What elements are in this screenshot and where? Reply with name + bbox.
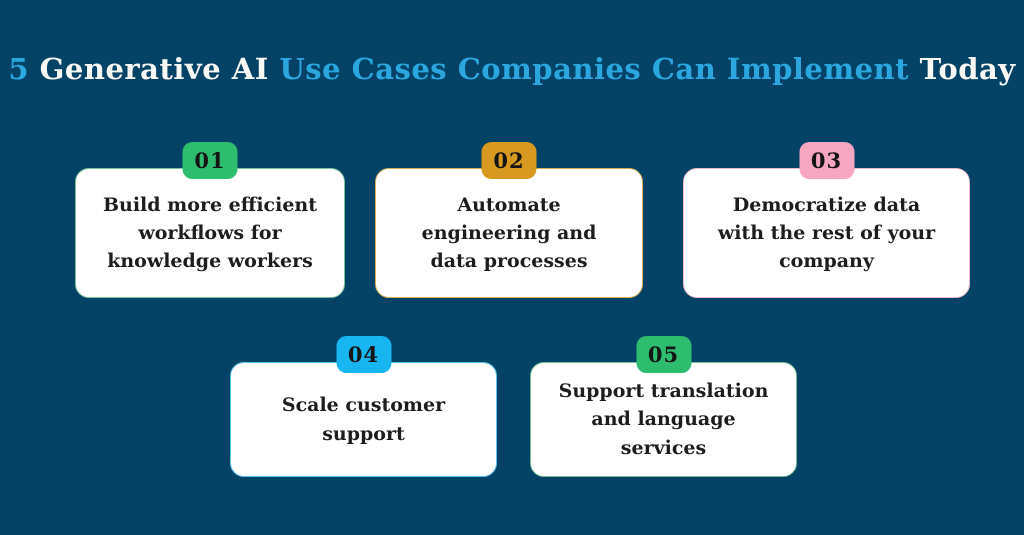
use-case-text-2: Automate engineering and data processes	[421, 193, 597, 273]
page-title: 5 Generative AI Use Cases Companies Can …	[0, 52, 1024, 86]
use-case-card-body-5: Support translation and language service…	[530, 362, 797, 477]
title-segment-generative-ai: Generative AI	[39, 52, 280, 86]
use-case-card-body-2: Automate engineering and data processes	[375, 168, 643, 298]
use-case-number-badge-5: 05	[636, 336, 691, 373]
title-segment-today: Today	[919, 52, 1016, 86]
use-case-card-1: 01 Build more efficient workflows for kn…	[75, 142, 345, 298]
use-case-card-5: 05 Support translation and language serv…	[530, 336, 797, 477]
use-case-text-3: Democratize data with the rest of your c…	[717, 193, 936, 273]
use-case-number-badge-3: 03	[799, 142, 854, 179]
title-segment-number: 5	[8, 52, 40, 86]
use-case-card-body-3: Democratize data with the rest of your c…	[683, 168, 970, 298]
title-segment-use-cases: Use Cases Companies Can Implement	[279, 52, 920, 86]
use-case-card-body-1: Build more efficient workflows for knowl…	[75, 168, 345, 298]
use-case-text-5: Support translation and language service…	[558, 380, 769, 459]
use-case-number-badge-1: 01	[182, 142, 238, 179]
use-case-number-badge-2: 02	[481, 142, 537, 179]
use-case-card-body-4: Scale customer support	[230, 362, 497, 477]
use-case-number-badge-4: 04	[336, 336, 391, 373]
use-case-card-3: 03 Democratize data with the rest of you…	[683, 142, 970, 298]
use-case-text-1: Build more efficient workflows for knowl…	[102, 193, 318, 273]
use-case-text-4: Scale customer support	[281, 394, 446, 445]
use-case-card-4: 04 Scale customer support	[230, 336, 497, 477]
use-case-card-2: 02 Automate engineering and data process…	[375, 142, 643, 298]
